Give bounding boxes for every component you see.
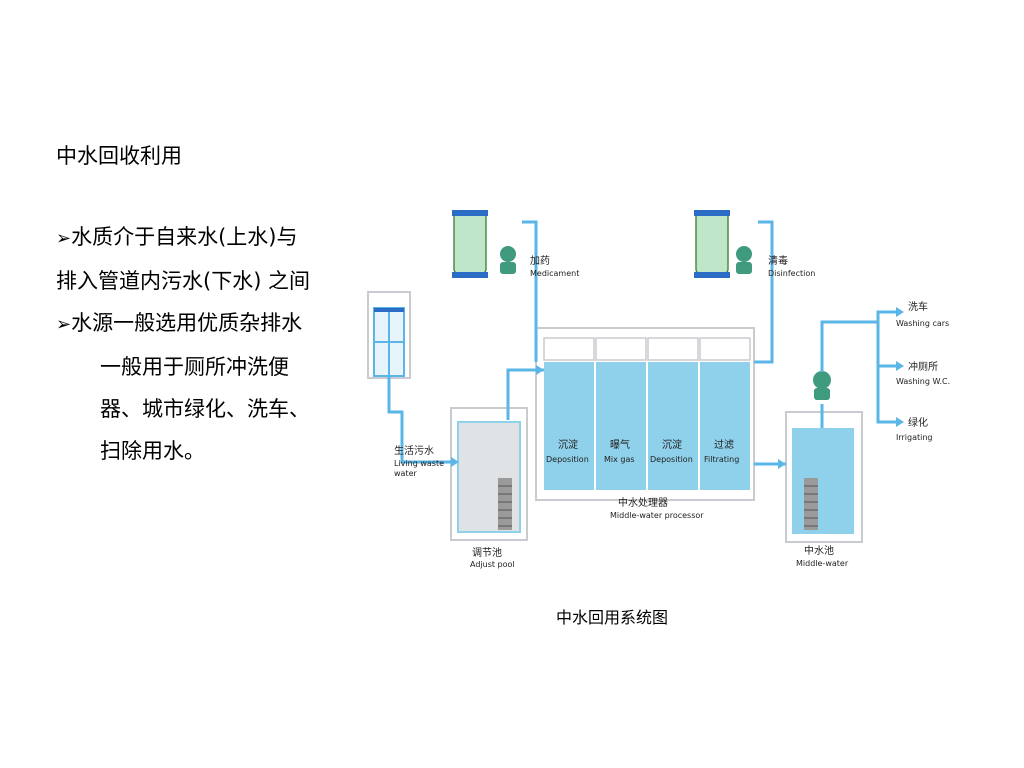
processor-label: 中水处理器 — [618, 496, 668, 509]
bullet-item-2: ➢水源一般选用优质杂排水 — [56, 302, 318, 346]
pipes — [387, 220, 896, 466]
adjust-pool — [457, 421, 521, 533]
disinfection-unit — [694, 210, 752, 278]
inlet-label-en-2: water — [394, 469, 418, 478]
adjust-pool-label: 调节池 — [472, 546, 502, 559]
dosing-label-en: Medicament — [530, 269, 579, 278]
bullet-text-2: 水源一般选用优质杂排水 — [71, 311, 303, 335]
dosing-unit — [452, 210, 516, 278]
slide-heading: 中水回收利用 — [56, 144, 182, 168]
adjust-pool-outline — [450, 407, 528, 541]
middle-water-system-diagram: 加药 Medicament 清毒 Disinfection 生活污水 Livin… — [367, 210, 950, 569]
stage-label-2-en: Mix gas — [604, 455, 635, 464]
stage-label-2: 曝气 — [610, 438, 630, 451]
disinfection-label-en: Disinfection — [768, 269, 815, 278]
inlet-label-en-1: Living waste — [394, 459, 444, 468]
stage-label-3-en: Deposition — [650, 455, 693, 464]
processor-tanks — [543, 337, 751, 490]
stage-label-4: 过滤 — [714, 438, 734, 451]
output-label-1-en: Washing cars — [896, 319, 949, 328]
output-label-1: 洗车 — [908, 300, 928, 313]
inlet-unit — [373, 307, 405, 377]
diagram-caption: 中水回用系统图 — [556, 608, 669, 627]
disinfection-label: 清毒 — [768, 254, 788, 267]
arrow-bullet-icon: ➢ — [56, 228, 72, 249]
flow-arrow-icons — [451, 307, 904, 469]
bullet-list: ➢水质介于自来水(上水)与排入管道内污水(下水) 之间 ➢水源一般选用优质杂排水… — [56, 216, 318, 472]
processor-outline — [535, 327, 755, 501]
output-label-3: 绿化 — [908, 416, 928, 429]
bullet-text-1: 水质介于自来水(上水)与排入管道内污水(下水) 之间 — [56, 225, 311, 293]
middle-pool-label-en: Middle-water — [796, 559, 849, 568]
stage-label-1-en: Deposition — [546, 455, 589, 464]
dosing-label: 加药 — [530, 255, 550, 267]
middle-pool — [792, 428, 854, 534]
usage-paragraph: 一般用于厕所冲洗便器、城市绿化、洗车、扫除用水。 — [100, 355, 310, 463]
middle-pool-label: 中水池 — [804, 544, 834, 557]
stage-label-4-en: Filtrating — [704, 455, 739, 464]
lift-pump — [813, 371, 831, 400]
inlet-label: 生活污水 — [394, 444, 434, 457]
middle-pool-outline — [785, 411, 863, 543]
adjust-pool-label-en: Adjust pool — [470, 560, 515, 569]
output-label-2-en: Washing W.C. — [896, 377, 950, 386]
stage-label-1: 沉淀 — [558, 438, 578, 451]
output-label-3-en: Irrigating — [896, 433, 933, 442]
processor-label-en: Middle-water processor — [610, 511, 704, 520]
arrow-bullet-icon: ➢ — [56, 314, 72, 335]
stage-label-3: 沉淀 — [662, 438, 682, 451]
output-label-2: 冲厕所 — [908, 360, 938, 373]
bullet-item-1: ➢水质介于自来水(上水)与排入管道内污水(下水) 之间 — [56, 216, 318, 302]
